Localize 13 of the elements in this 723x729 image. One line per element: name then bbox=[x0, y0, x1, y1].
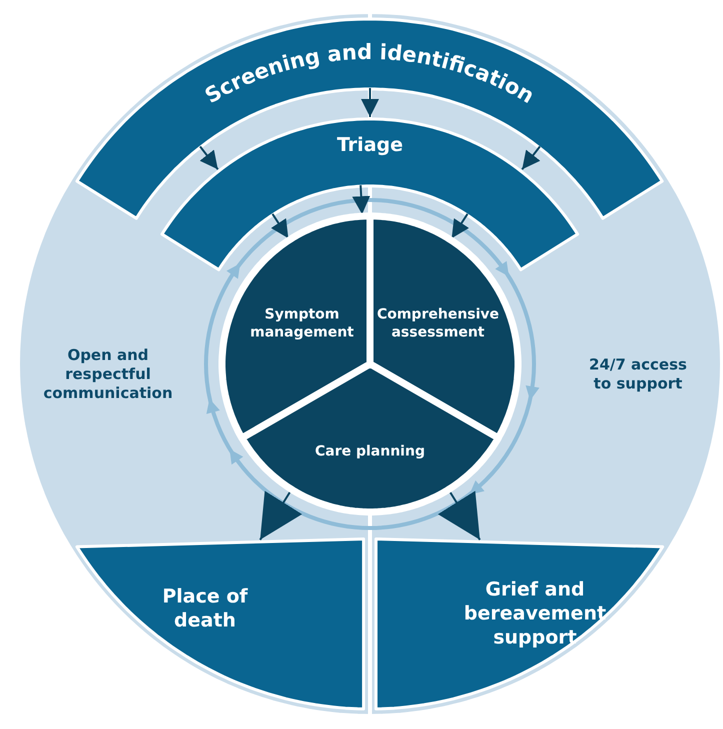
arrow bbox=[361, 88, 379, 117]
band-label: Grief and bereavement support bbox=[462, 578, 608, 650]
arc-band bbox=[376, 539, 663, 709]
arrow bbox=[199, 146, 219, 170]
band-label: Triage bbox=[336, 134, 404, 158]
arc-band bbox=[77, 539, 364, 709]
segment-label: Open and respectful communication bbox=[33, 346, 183, 402]
arc-band bbox=[162, 119, 578, 270]
band-label: Place of death bbox=[161, 585, 249, 633]
arrow bbox=[521, 146, 541, 170]
arrow bbox=[352, 185, 370, 214]
segment-label: 24/7 access to support bbox=[583, 355, 693, 393]
arc-band bbox=[77, 19, 663, 218]
